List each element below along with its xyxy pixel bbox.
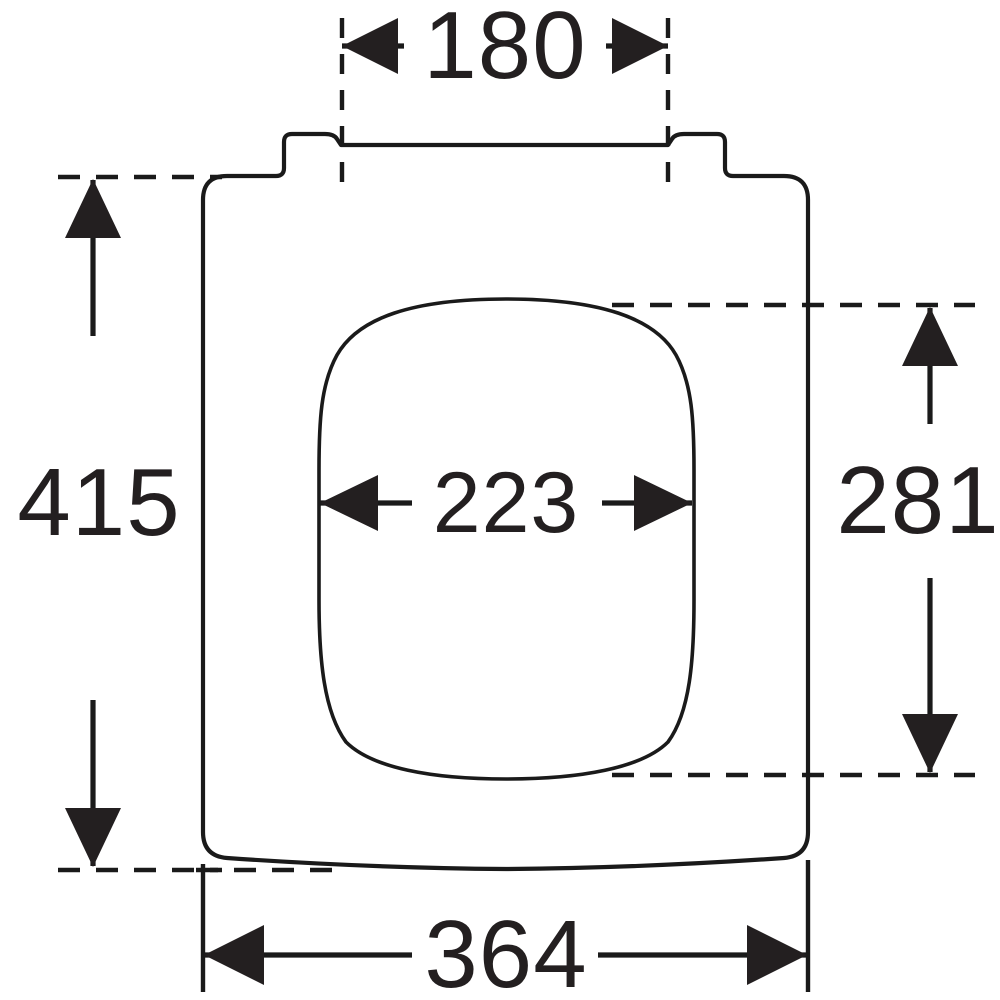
seat-aperture-outline xyxy=(317,297,696,781)
arrow-head-281-bottom xyxy=(902,714,958,773)
arrow-head-364-left xyxy=(204,925,264,985)
dimension-223: 223 xyxy=(320,455,692,551)
arrow-head-223-left xyxy=(320,475,378,531)
arrow-head-180-left xyxy=(342,18,398,74)
dimension-label-415: 415 xyxy=(17,449,180,556)
dimension-180: 180 xyxy=(342,0,668,99)
dimension-364: 364 xyxy=(204,901,807,1000)
arrow-head-180-right xyxy=(612,18,668,74)
arrow-head-281-top xyxy=(902,307,958,366)
dimension-label-180: 180 xyxy=(423,0,586,99)
dimension-281: 281 xyxy=(836,307,999,773)
dimension-label-281: 281 xyxy=(836,447,999,554)
arrow-head-223-right xyxy=(634,475,692,531)
dimension-415: 415 xyxy=(17,179,180,867)
dimension-label-223: 223 xyxy=(433,455,580,551)
arrow-head-415-bottom xyxy=(65,808,121,867)
arrow-head-415-top xyxy=(65,179,121,238)
dimension-label-364: 364 xyxy=(424,901,587,1000)
seat-outer-outline xyxy=(200,131,811,872)
arrow-head-364-right xyxy=(747,925,807,985)
